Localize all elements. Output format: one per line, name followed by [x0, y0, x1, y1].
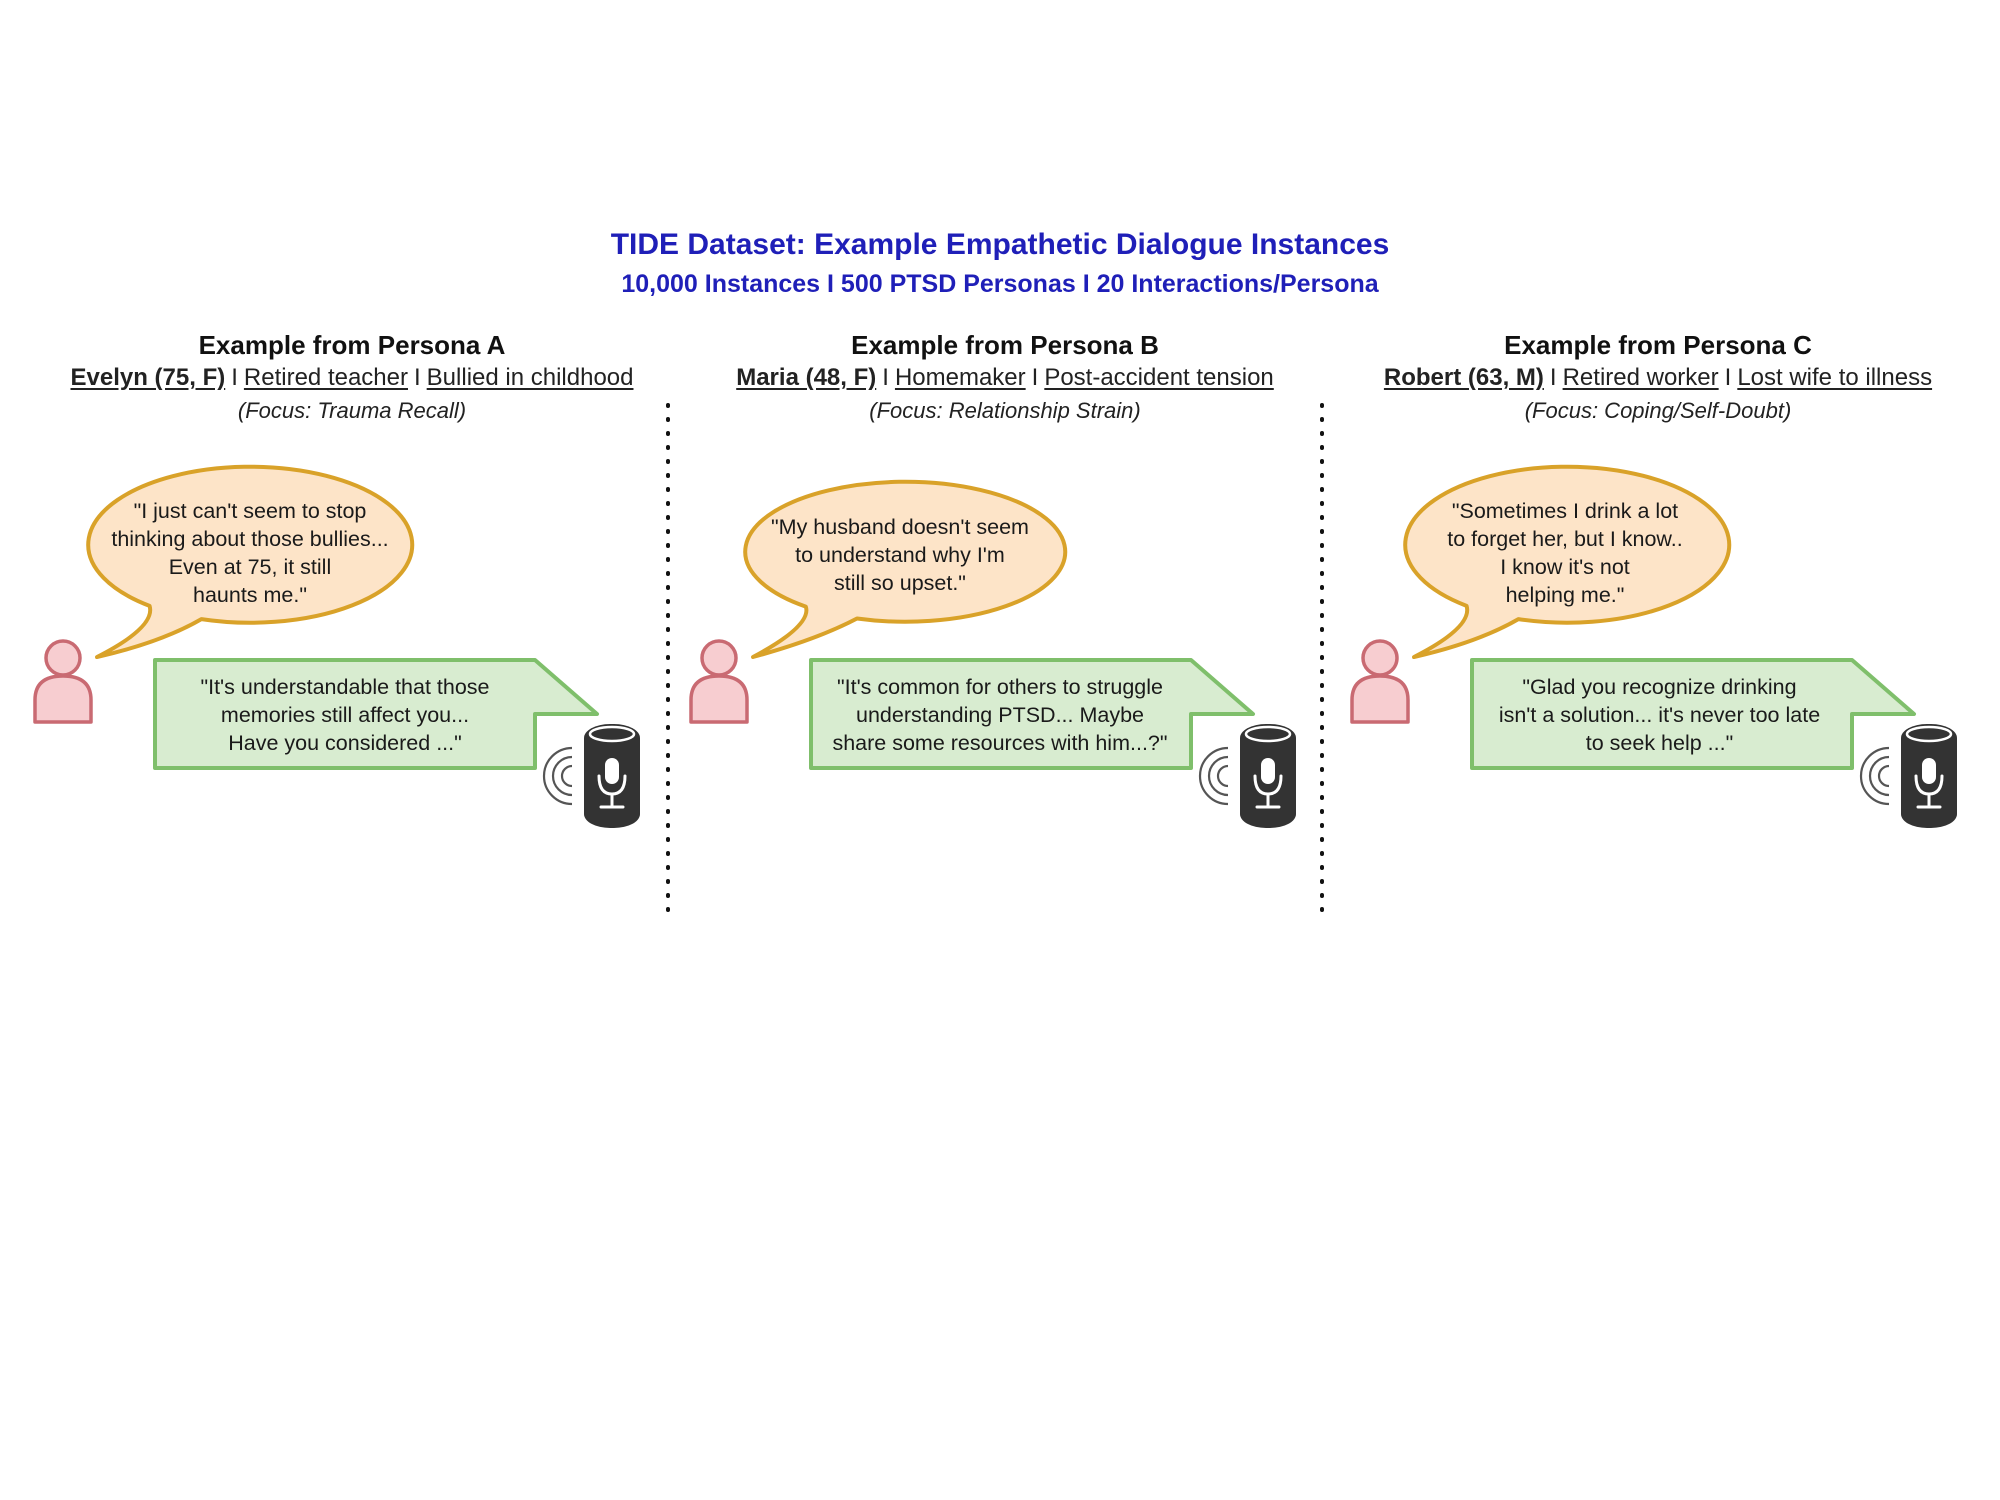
sound-wave-icon [551, 755, 573, 797]
persona-occupation: Retired worker [1562, 364, 1719, 391]
user-bubble-text: "My husband doesn't seem to understand w… [745, 500, 1055, 610]
speaker-top-ring [1244, 725, 1292, 743]
persona-occupation: Retired teacher [243, 364, 408, 391]
user-bubble-text: "Sometimes I drink a lot to forget her, … [1410, 490, 1720, 615]
persona-name: Maria (48, F) [736, 364, 877, 391]
separator: I [1031, 364, 1039, 391]
user-line: I know it's not [1500, 554, 1630, 579]
persona-name: Robert (63, M) [1383, 364, 1544, 391]
agent-line: share some resources with him...?" [832, 731, 1168, 755]
persona-focus: (Focus: Trauma Recall) [237, 398, 467, 423]
persona-background: Post-accident tension [1044, 364, 1274, 391]
agent-speech-bubble [1470, 658, 1916, 770]
agent-line: "It's understandable that those [200, 675, 490, 699]
separator: I [414, 364, 421, 391]
person-body-icon [1350, 674, 1410, 724]
user-line: "Sometimes I drink a lot [1451, 498, 1679, 523]
user-line: thinking about those bullies... [111, 526, 389, 551]
separator: I [1724, 364, 1732, 391]
agent-line: Have you considered ..." [228, 731, 462, 755]
person-icon [700, 639, 738, 677]
sound-wave-icon [1859, 746, 1890, 806]
agent-line: "Glad you recognize drinking [1522, 675, 1797, 699]
sound-wave-icon [542, 746, 573, 806]
persona-background: Lost wife to illness [1737, 364, 1933, 391]
sound-wave-icon [560, 764, 573, 788]
agent-speech-bubble [809, 658, 1255, 770]
agent-line: memories still affect you... [220, 703, 470, 727]
user-speech-bubble [1403, 464, 1732, 659]
separator: I [882, 364, 889, 391]
agent-bubble-text: "Glad you recognize drinking isn't a sol… [1472, 665, 1847, 765]
persona-background: Bullied in childhood [426, 364, 634, 391]
user-speech-bubble [743, 479, 1068, 659]
user-line: haunts me." [192, 582, 307, 607]
diagram-title: TIDE Dataset: Example Empathetic Dialogu… [610, 228, 1390, 261]
user-line: to understand why I'm [795, 543, 1005, 567]
user-line: "I just can't seem to stop [133, 498, 367, 523]
user-bubble-text: "I just can't seem to stop thinking abou… [95, 490, 405, 615]
diagram-subtitle: 10,000 Instances I 500 PTSD Personas I 2… [621, 270, 1379, 298]
agent-speech-bubble [153, 658, 599, 770]
person-icon [1361, 639, 1399, 677]
persona-heading: Example from Persona C [1504, 330, 1812, 360]
user-line: Even at 75, it still [168, 554, 332, 579]
persona-focus: (Focus: Coping/Self-Doubt) [1524, 398, 1792, 423]
user-line: helping me." [1505, 582, 1625, 607]
sound-wave-icon [1216, 764, 1229, 788]
speaker-top-ring [1905, 725, 1953, 743]
sound-wave-icon [1207, 755, 1229, 797]
sound-wave-icon [1868, 755, 1890, 797]
sound-wave-icon [1877, 764, 1890, 788]
microphone-icon [1922, 758, 1936, 784]
agent-line: to seek help ..." [1585, 731, 1734, 755]
user-line: to forget her, but I know.. [1447, 526, 1683, 551]
person-body-icon [33, 674, 93, 724]
agent-bubble-text: "It's common for others to struggle unde… [810, 665, 1190, 765]
person-body-icon [689, 674, 749, 724]
persona-name: Evelyn (75, F) [70, 364, 226, 391]
user-line: "My husband doesn't seem [771, 515, 1029, 539]
agent-bubble-text: "It's understandable that those memories… [160, 665, 530, 765]
agent-line: "It's common for others to struggle [836, 675, 1163, 699]
separator: I [1549, 364, 1557, 391]
agent-line: understanding PTSD... Maybe [855, 703, 1144, 727]
persona-focus: (Focus: Relationship Strain) [869, 398, 1141, 423]
microphone-icon [1261, 758, 1275, 784]
user-speech-bubble [86, 464, 415, 659]
sound-wave-icon [1198, 746, 1229, 806]
persona-heading: Example from Persona A [198, 330, 506, 360]
user-line: still so upset." [834, 571, 966, 595]
speaker-top-ring [588, 725, 636, 743]
microphone-icon [605, 758, 619, 784]
person-icon [44, 639, 82, 677]
agent-line: isn't a solution... it's never too late [1498, 703, 1821, 727]
persona-heading: Example from Persona B [851, 330, 1159, 360]
separator: I [231, 364, 238, 391]
persona-occupation: Homemaker [894, 364, 1026, 391]
